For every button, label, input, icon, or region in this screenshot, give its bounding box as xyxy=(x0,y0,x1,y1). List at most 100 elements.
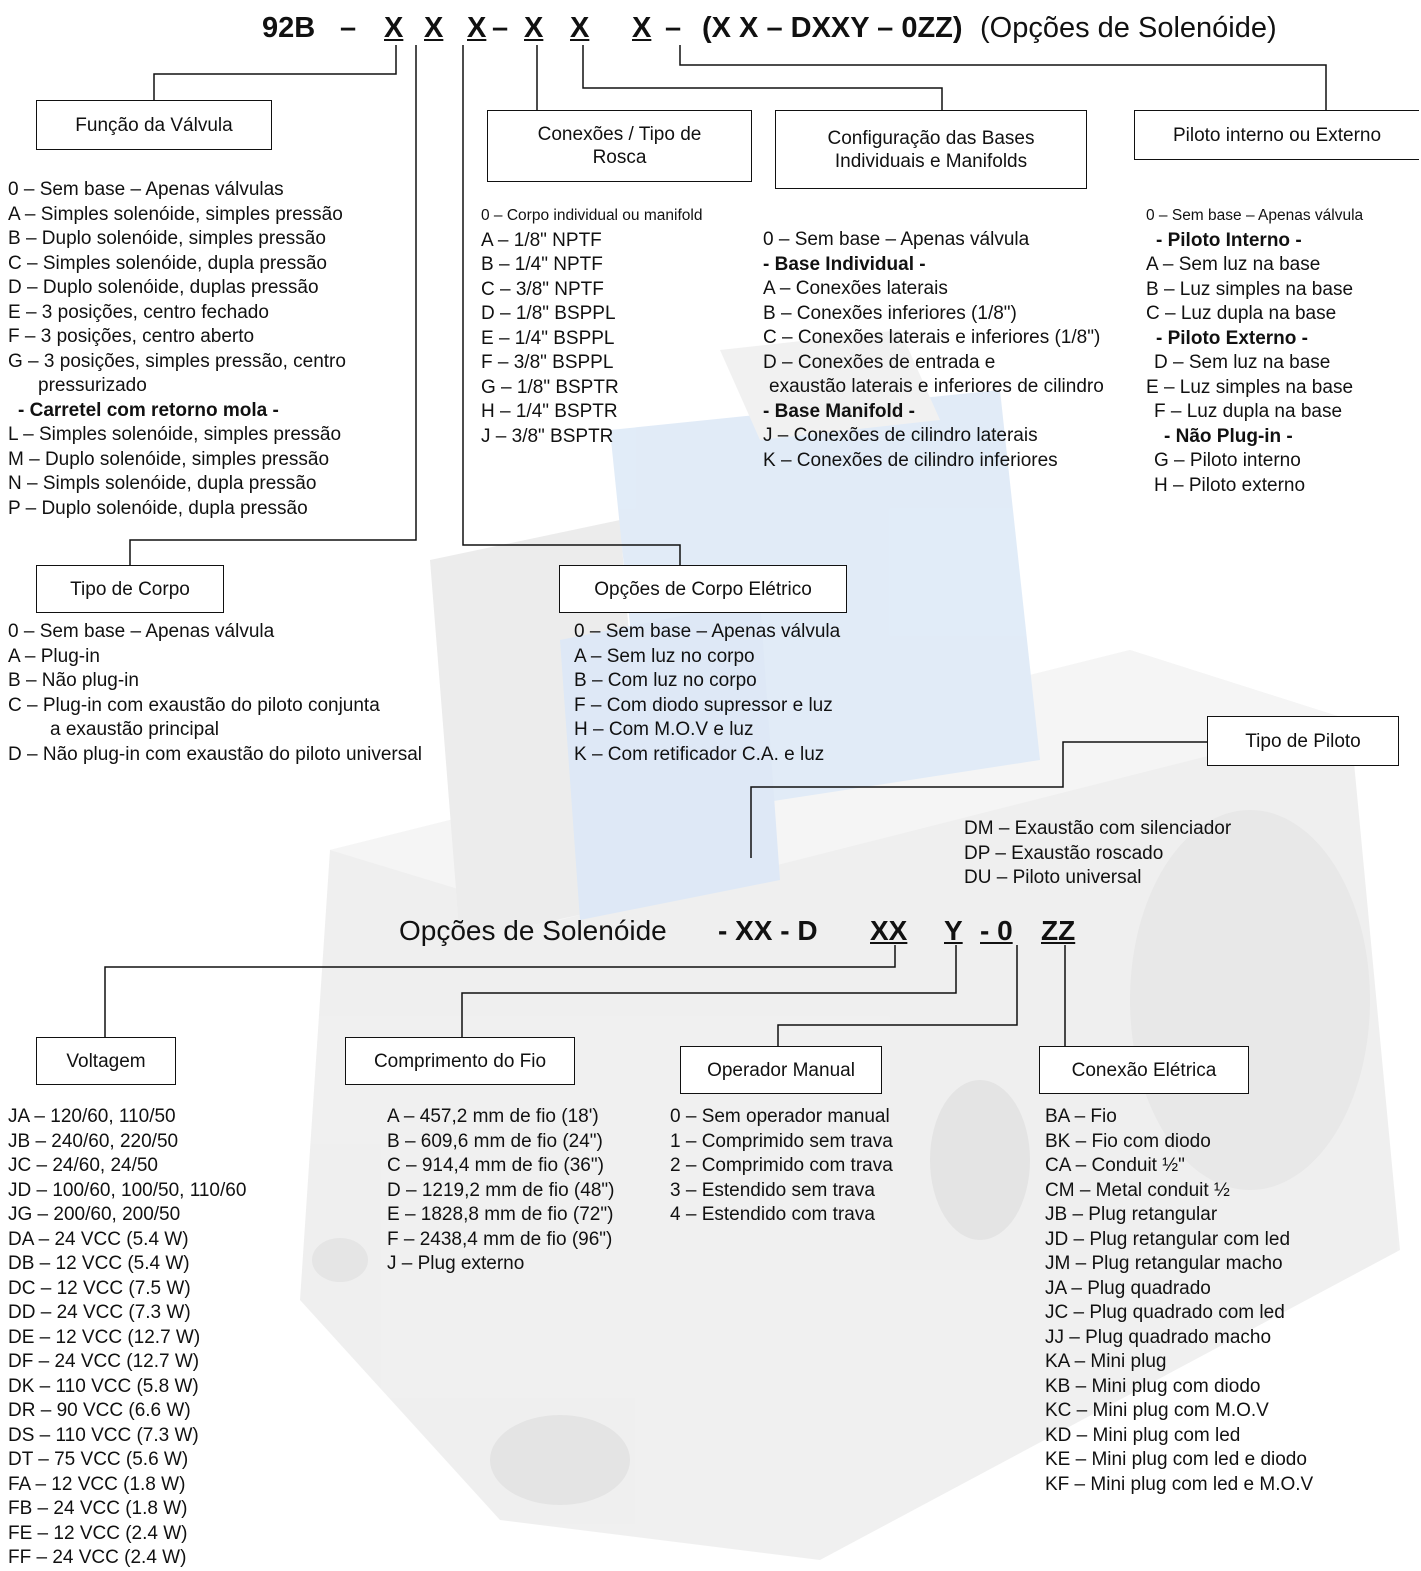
list-item: FB – 24 VCC (1.8 W) xyxy=(8,1498,188,1519)
list-item: F – 3 posições, centro aberto xyxy=(8,326,255,347)
list-item: CA – Conduit ½" xyxy=(1045,1155,1185,1176)
list-heading: - Piloto Interno - xyxy=(1156,229,1302,251)
list-item: D – Sem luz na base xyxy=(1154,352,1331,373)
list-item: DS – 110 VCC (7.3 W) xyxy=(8,1424,199,1446)
list-item: G – Piloto interno xyxy=(1154,450,1301,471)
list-item: JD – 100/60, 100/50, 110/60 xyxy=(8,1179,247,1201)
code-x-2: X xyxy=(424,12,444,44)
list-item: K – Conexões de cilindro inferiores xyxy=(763,449,1058,471)
connections-box: Conexões / Tipo de Rosca xyxy=(487,110,752,182)
list-item: JG – 200/60, 200/50 xyxy=(8,1204,181,1225)
list-item: C – Conexões laterais e inferiores (1/8"… xyxy=(763,327,1101,348)
list-heading: - Não Plug-in - xyxy=(1164,425,1293,447)
list-item: D – 1219,2 mm de fio (48") xyxy=(387,1179,615,1201)
list-item: F – 2438,4 mm de fio (96") xyxy=(387,1228,613,1250)
list-item: FF – 24 VCC (2.4 W) xyxy=(8,1547,187,1568)
code-dash-2: – xyxy=(492,12,509,44)
list-item: FE – 12 VCC (2.4 W) xyxy=(8,1522,188,1544)
list-item: D – Não plug-in com exaustão do piloto u… xyxy=(8,743,423,765)
list-item: F – 3/8" BSPPL xyxy=(481,352,614,373)
list-item: 2 – Comprimido com trava xyxy=(670,1155,893,1176)
list-item: G – 3 posições, simples pressão, centro xyxy=(8,350,346,372)
list-item: DA – 24 VCC (5.4 W) xyxy=(8,1228,189,1250)
voltage-box: Voltagem xyxy=(36,1037,176,1085)
list-item: F – Com diodo supressor e luz xyxy=(574,694,833,716)
list-item: 1 – Comprimido sem trava xyxy=(670,1130,893,1152)
list-item: DP – Exaustão roscado xyxy=(964,842,1164,864)
list-item: E – 1/4" BSPPL xyxy=(481,327,615,349)
list-item: 0 – Sem base – Apenas válvulas xyxy=(8,179,284,200)
list-item: C – Simples solenóide, dupla pressão xyxy=(8,252,327,274)
list-item: JC – Plug quadrado com led xyxy=(1045,1302,1285,1323)
code-dash-3: – xyxy=(665,12,682,44)
list-item: 0 – Sem base – Apenas válvula xyxy=(574,621,841,642)
line-wire-length xyxy=(461,945,957,1037)
list-item: G – 1/8" BSPTR xyxy=(481,376,619,398)
pilot-type-list: DM – Exaustão com silenciador DP – Exaus… xyxy=(964,817,1231,891)
list-item: B – Com luz no corpo xyxy=(574,670,757,691)
code-dash-1: – xyxy=(340,12,357,44)
wire-length-list: A – 457,2 mm de fio (18') B – 609,6 mm d… xyxy=(387,1105,614,1277)
list-heading: - Base Manifold - xyxy=(763,400,916,422)
list-item: H – Piloto externo xyxy=(1154,474,1306,496)
list-item: pressurizado xyxy=(38,375,147,396)
list-item: JB – 240/60, 220/50 xyxy=(8,1130,179,1152)
list-item: a exaustão principal xyxy=(50,719,219,740)
solenoid-options-title: Opções de Solenóide xyxy=(399,915,667,946)
list-item: JD – Plug retangular com led xyxy=(1045,1228,1291,1250)
list-item: A – Sem luz no corpo xyxy=(574,645,755,667)
list-item: E – 1828,8 mm de fio (72") xyxy=(387,1204,614,1225)
list-item: C – Luz dupla na base xyxy=(1146,303,1337,324)
list-item: B – Não plug-in xyxy=(8,670,139,691)
voltage-list: JA – 120/60, 110/50 JB – 240/60, 220/50 … xyxy=(8,1105,246,1571)
line-base-config xyxy=(582,45,943,110)
list-item: FA – 12 VCC (1.8 W) xyxy=(8,1473,186,1495)
list-item: JA – Plug quadrado xyxy=(1045,1277,1211,1299)
list-heading: - Piloto Externo - xyxy=(1156,327,1308,349)
valve-function-list: 0 – Sem base – Apenas válvulas A – Simpl… xyxy=(8,178,346,521)
list-item: 3 – Estendido sem trava xyxy=(670,1179,875,1201)
wire-length-box: Comprimento do Fio xyxy=(345,1037,575,1085)
code-x-4: X xyxy=(524,12,544,44)
list-item: JC – 24/60, 24/50 xyxy=(8,1155,158,1176)
list-item: JA – 120/60, 110/50 xyxy=(8,1106,176,1127)
list-item: DM – Exaustão com silenciador xyxy=(964,817,1231,842)
list-item: B – 609,6 mm de fio (24") xyxy=(387,1130,603,1152)
list-item: BK – Fio com diodo xyxy=(1045,1130,1211,1152)
list-item: D – Duplo solenóide, duplas pressão xyxy=(8,277,319,298)
line-pilot xyxy=(679,45,1327,110)
list-item: JJ – Plug quadrado macho xyxy=(1045,1326,1272,1348)
valve-function-box: Função da Válvula xyxy=(36,100,272,150)
line-valve-function xyxy=(153,45,397,100)
list-item: KA – Mini plug xyxy=(1045,1351,1167,1372)
list-item: A – Conexões laterais xyxy=(763,278,948,299)
electric-body-list: 0 – Sem base – Apenas válvula A – Sem lu… xyxy=(574,620,840,767)
list-item: E – Luz simples na base xyxy=(1146,376,1354,398)
list-item: H – Com M.O.V e luz xyxy=(574,719,754,740)
solenoid-code-connection: ZZ xyxy=(1041,915,1076,946)
list-item: K – Com retificador C.A. e luz xyxy=(574,743,825,765)
line-pilot-type xyxy=(750,741,1207,858)
list-item: 0 – Sem operador manual xyxy=(670,1106,890,1127)
list-item: B – Conexões inferiores (1/8") xyxy=(763,302,1017,324)
list-item: 4 – Estendido com trava xyxy=(670,1204,875,1225)
list-item: M – Duplo solenóide, simples pressão xyxy=(8,448,330,470)
list-item: L – Simples solenóide, simples pressão xyxy=(8,424,342,445)
pilot-type-box: Tipo de Piloto xyxy=(1207,716,1399,766)
solenoid-code-wire: Y xyxy=(944,915,963,946)
list-item: C – 914,4 mm de fio (36") xyxy=(387,1155,604,1176)
list-item: KB – Mini plug com diodo xyxy=(1045,1375,1261,1397)
list-item: J – Conexões de cilindro laterais xyxy=(763,425,1038,446)
list-item: J – 3/8" BSPTR xyxy=(481,425,614,447)
connections-list: 0 – Corpo individual ou manifold A – 1/8… xyxy=(481,204,702,449)
pilot-box: Piloto interno ou Externo xyxy=(1134,110,1419,160)
line-body-type xyxy=(129,45,417,565)
list-heading: - Carretel com retorno mola - xyxy=(18,399,279,421)
list-item: DD – 24 VCC (7.3 W) xyxy=(8,1302,191,1323)
list-item: 0 – Sem base – Apenas válvula xyxy=(1146,207,1364,224)
list-item: D – Conexões de entrada e xyxy=(763,351,996,373)
list-item: C – Plug-in com exaustão do piloto conju… xyxy=(8,694,380,716)
list-item: exaustão laterais e inferiores de cilind… xyxy=(769,376,1104,397)
list-item: DT – 75 VCC (5.6 W) xyxy=(8,1449,189,1470)
